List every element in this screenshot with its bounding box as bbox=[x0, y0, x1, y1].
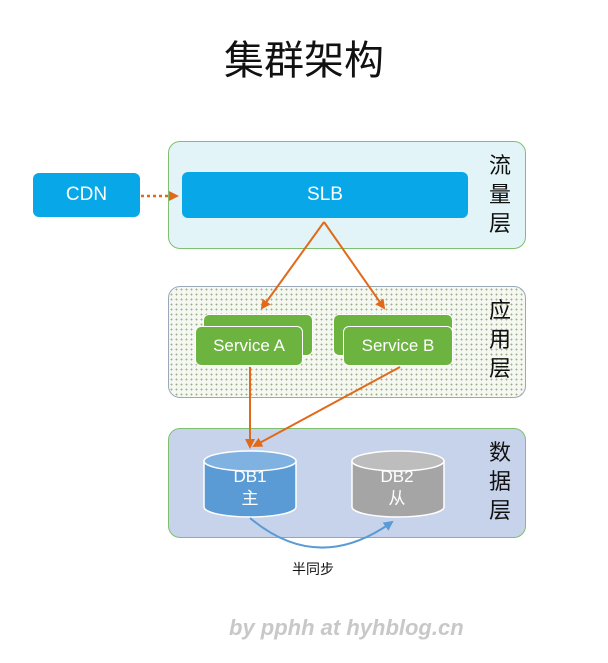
service-b-node: Service B bbox=[343, 326, 453, 366]
db2-name: DB2 bbox=[380, 467, 414, 486]
db2-role: 从 bbox=[388, 489, 406, 508]
data-layer-label: 数据层 bbox=[488, 441, 511, 524]
db2-label: DB2 从 bbox=[355, 466, 439, 510]
cdn-node: CDN bbox=[33, 173, 140, 217]
db1-name: DB1 bbox=[233, 467, 267, 486]
db2-cylinder bbox=[351, 450, 445, 518]
db1-cylinder bbox=[203, 450, 297, 518]
diagram-title: 集群架构 bbox=[224, 38, 384, 84]
traffic-layer-label: 流量层 bbox=[488, 154, 511, 237]
semi-sync-replication-arrow bbox=[249, 517, 394, 549]
db1-label: DB1 主 bbox=[208, 466, 292, 510]
service-a-node: Service A bbox=[195, 326, 303, 366]
application-layer-label: 应用层 bbox=[488, 299, 511, 382]
semi-sync-label: 半同步 bbox=[292, 562, 334, 578]
slb-node: SLB bbox=[182, 172, 468, 218]
slb-to-service-b-arrow bbox=[323, 221, 386, 310]
watermark: by pphh at hyhblog.cn bbox=[229, 615, 464, 640]
slb-to-service-a-arrow bbox=[260, 221, 325, 310]
service-b-to-db1-arrow bbox=[252, 366, 401, 447]
db1-role: 主 bbox=[241, 489, 259, 508]
